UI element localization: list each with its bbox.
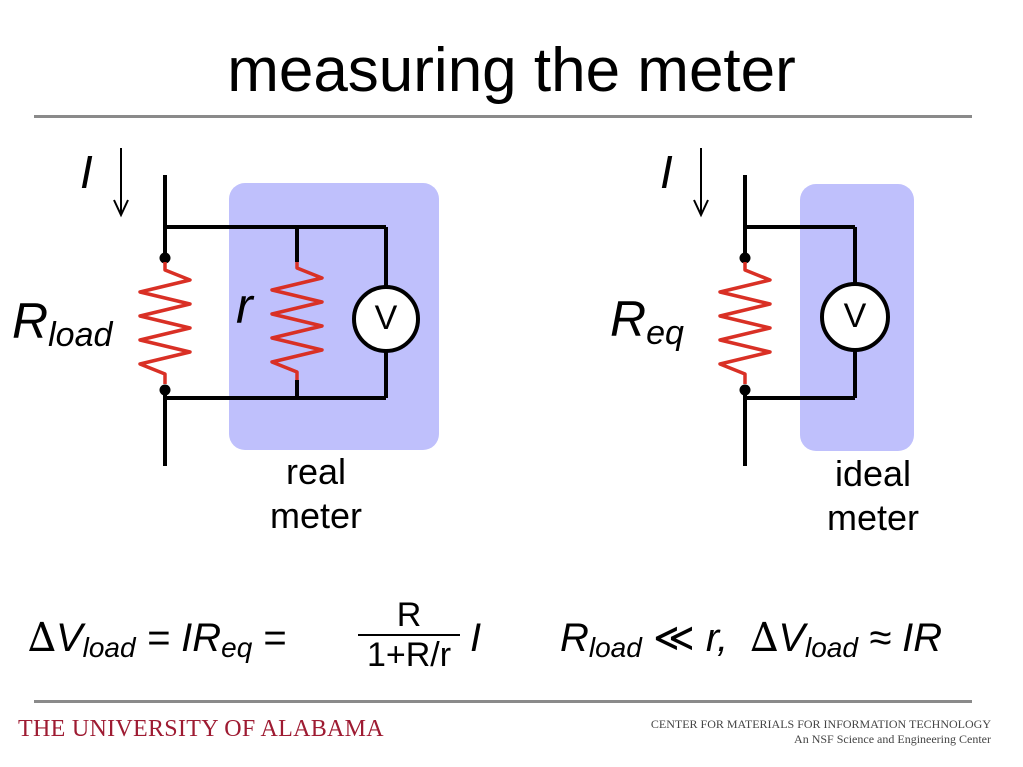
center-line-2: An NSF Science and Engineering Center xyxy=(794,732,991,746)
voltmeter-right xyxy=(820,282,890,352)
load-label-sub: load xyxy=(48,316,113,354)
junction-dot xyxy=(739,384,751,396)
current-arrow-right xyxy=(693,148,709,218)
wires-left xyxy=(163,175,388,466)
caption-line: ideal xyxy=(834,453,912,494)
fraction-denominator: 1+R/r xyxy=(366,636,452,674)
fraction-numerator: R xyxy=(358,596,460,636)
approx-relation: ≪ r, xyxy=(641,616,751,660)
eq-equals: = xyxy=(252,616,287,660)
junction-dot xyxy=(159,252,171,264)
equivalent-resistor xyxy=(718,262,772,384)
current-arrow-left xyxy=(113,148,129,218)
load-resistor-label: Rload xyxy=(12,292,112,354)
equivalent-resistor-label: Req xyxy=(610,290,684,352)
university-name: THE UNIVERSITY OF ALABAMA xyxy=(18,716,384,742)
approx-ir: ≈ IR xyxy=(857,616,943,660)
voltmeter-symbol-right: V xyxy=(843,297,867,335)
load-resistor-left xyxy=(138,262,192,384)
approx-r: R xyxy=(560,616,589,660)
voltage-equation: ∆Vload = IReq = xyxy=(28,614,287,672)
voltmeter-left xyxy=(352,285,420,353)
internal-resistance-label: r xyxy=(236,278,253,334)
load-label-main: R xyxy=(12,293,49,349)
approximation-equation: Rload ≪ r, ∆Vload ≈ IR xyxy=(560,614,942,672)
req-label-sub: eq xyxy=(646,314,684,352)
slide-title: measuring the meter xyxy=(227,36,796,105)
current-label-left: I xyxy=(80,146,93,198)
real-meter-caption: real meter xyxy=(236,450,396,538)
current-label-right: I xyxy=(660,146,673,198)
req-label-main: R xyxy=(610,291,647,347)
approx-v: V xyxy=(778,616,806,660)
approx-r-sub: load xyxy=(588,632,642,663)
eq-ir: = IR xyxy=(135,616,222,660)
top-divider xyxy=(34,115,972,118)
circuit-diagram xyxy=(113,148,914,466)
delta-symbol: ∆ xyxy=(750,615,779,661)
caption-line: real xyxy=(285,451,347,492)
wires-right xyxy=(743,175,857,466)
approx-v-sub: load xyxy=(805,632,858,663)
voltmeter-symbol-left: V xyxy=(374,299,398,337)
delta-symbol: ∆ xyxy=(28,615,56,661)
junction-dot xyxy=(159,384,171,396)
eq-req-sub: eq xyxy=(221,632,253,663)
junction-dot xyxy=(739,252,751,264)
caption-line: meter xyxy=(826,497,920,538)
internal-resistor xyxy=(270,262,324,380)
eq-tail-current: I xyxy=(470,616,482,660)
center-line-1: CENTER FOR MATERIALS FOR INFORMATION TEC… xyxy=(650,717,991,731)
bottom-divider xyxy=(34,700,972,703)
equation-fraction: R 1+R/r xyxy=(358,596,460,674)
eq-v: V xyxy=(55,616,83,660)
caption-line: meter xyxy=(269,495,363,536)
eq-v-sub: load xyxy=(82,632,136,663)
ideal-meter-caption: ideal meter xyxy=(793,452,953,540)
center-credit: CENTER FOR MATERIALS FOR INFORMATION TEC… xyxy=(651,717,991,747)
